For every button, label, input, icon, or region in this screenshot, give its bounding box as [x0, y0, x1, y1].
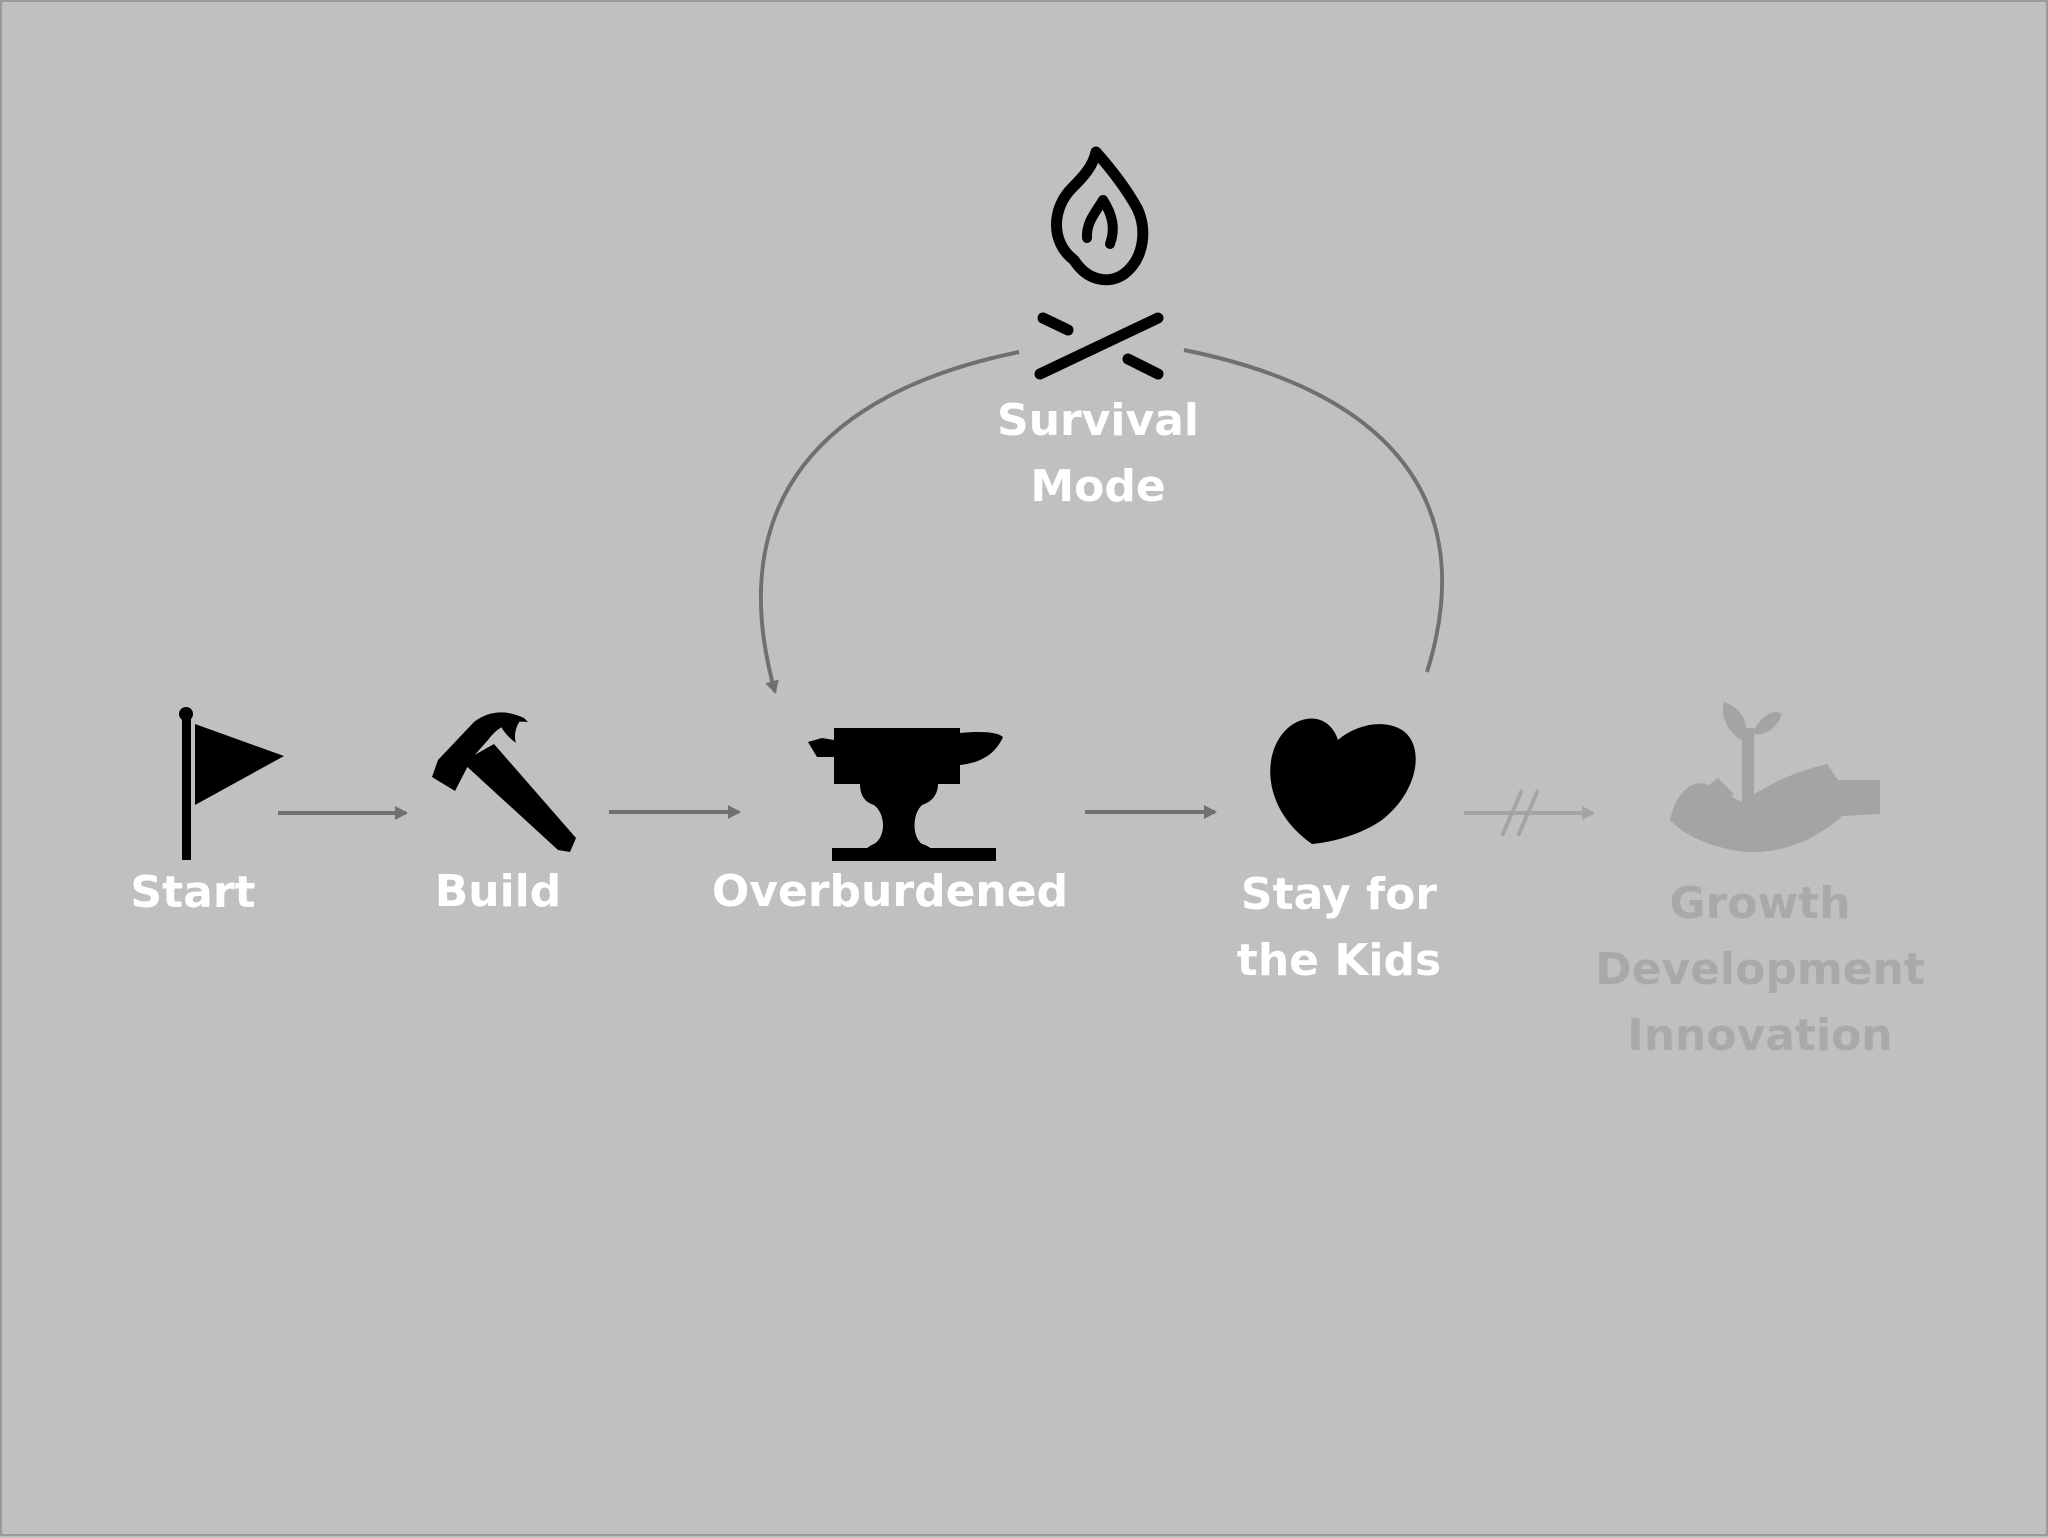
hand-sprout-icon: [1670, 702, 1880, 853]
campfire-icon: [1034, 146, 1164, 380]
anvil-icon: [808, 728, 1003, 861]
node-label-survival-mode: Survival Mode: [997, 388, 1199, 520]
node-label-build: Build: [435, 859, 562, 925]
node-label-line: Start: [130, 867, 256, 918]
heart-icon: [1270, 718, 1416, 844]
node-label-line: the Kids: [1236, 935, 1442, 986]
node-label-line: Stay for: [1240, 869, 1438, 920]
loop-stay-to-survival: [1183, 348, 1444, 673]
blocked-arrow-stay-to-growth: [1464, 789, 1595, 837]
node-label-line: Survival: [997, 395, 1199, 446]
flag-icon: [179, 707, 284, 860]
node-label-line: Overburdened: [711, 866, 1069, 917]
loop-survival-to-overburdened: [758, 350, 1020, 694]
node-label-overburdened: Overburdened: [712, 859, 1068, 925]
node-label-growth: Growth Development Innovation: [1595, 871, 1925, 1069]
node-label-line: Mode: [1030, 461, 1166, 512]
node-label-line: Development: [1595, 944, 1925, 995]
node-label-line: Build: [434, 866, 562, 917]
node-label-start: Start: [130, 860, 255, 926]
node-label-stay-for-the-kids: Stay for the Kids: [1237, 862, 1441, 994]
node-label-line: Growth: [1669, 878, 1851, 929]
node-label-line: Innovation: [1627, 1010, 1893, 1061]
hammer-icon: [432, 712, 576, 852]
